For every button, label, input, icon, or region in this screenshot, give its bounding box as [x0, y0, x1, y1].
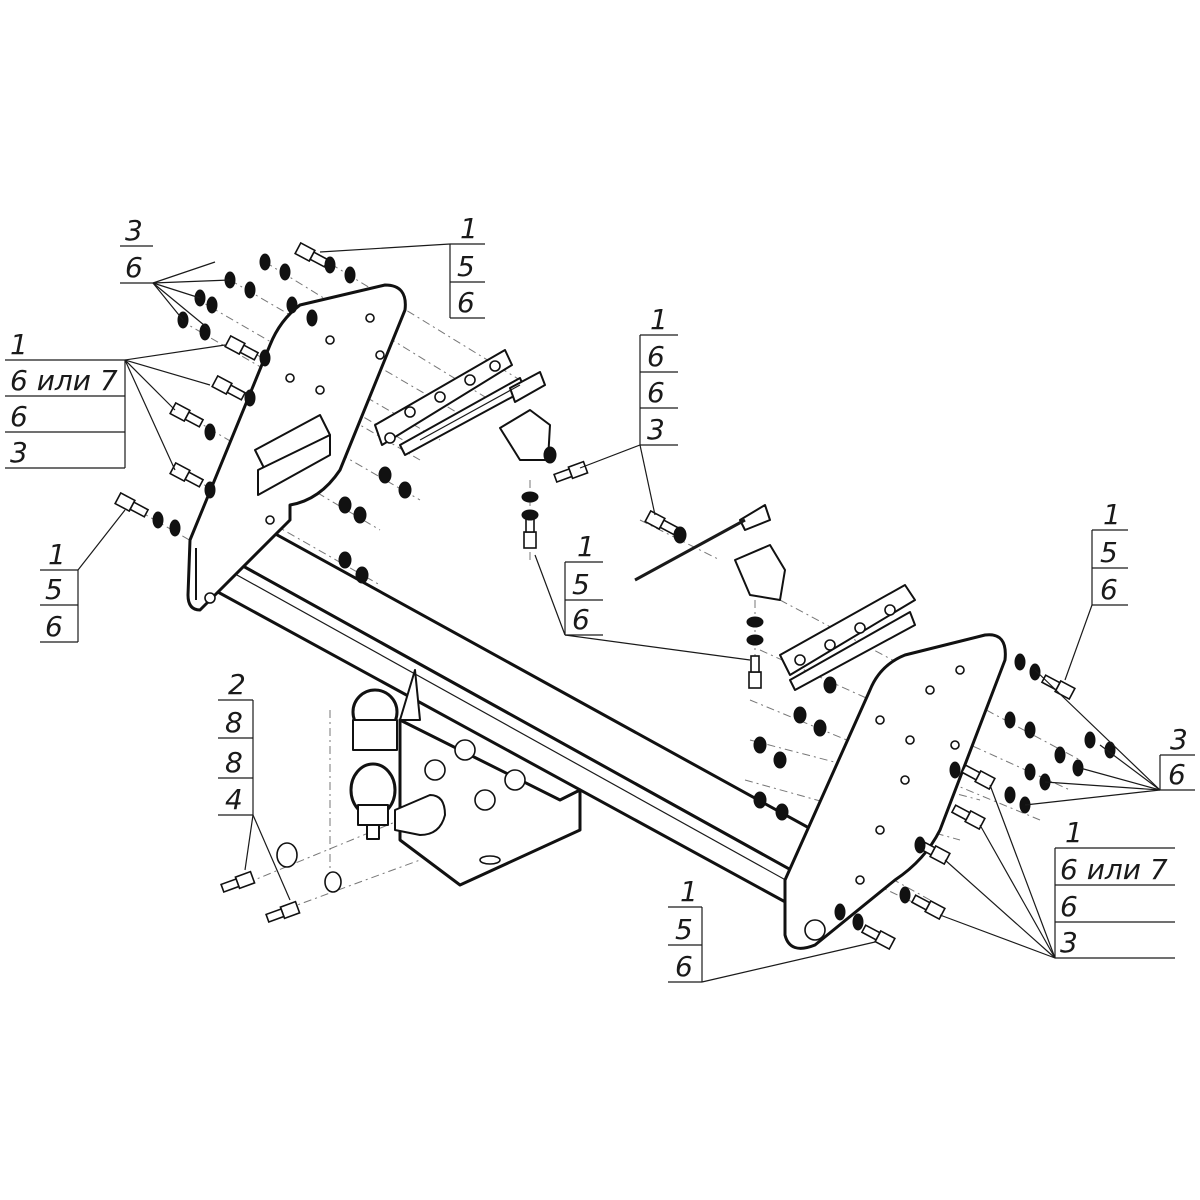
callout-label: 6 [10, 400, 28, 433]
callout-label: 3 [1170, 723, 1188, 756]
left-bracket-plate [186, 283, 407, 612]
callout-label: 5 [1100, 536, 1118, 569]
callout-leaders [5, 243, 1195, 983]
callout-label: 6 [675, 950, 693, 983]
callout-label: 3 [1060, 926, 1078, 959]
callout-label: 1 [1065, 816, 1083, 849]
callout-left-lower: 1 5 6 [45, 538, 66, 643]
callout-top-left-small: 3 6 [125, 214, 143, 284]
callout-top-center: 1 5 6 [457, 212, 478, 319]
callout-right-lower: 1 6 или 7 6 3 [1060, 816, 1168, 959]
right-clamp-strip [779, 584, 916, 691]
callout-label: 6 [647, 376, 665, 409]
callout-label: 1 [460, 212, 478, 245]
callout-label: 5 [675, 913, 693, 946]
callout-label: 4 [225, 783, 243, 816]
callout-label: 6 или 7 [10, 364, 118, 397]
callout-label: 1 [577, 530, 595, 563]
callout-right-upper: 1 5 6 [1100, 498, 1121, 606]
callout-label: 8 [225, 746, 243, 779]
fastener-washers-nuts [152, 253, 1116, 931]
callout-mid-center: 1 5 6 [572, 530, 595, 636]
callout-label: 6 [572, 603, 590, 636]
callout-bottom-left: 2 8 8 4 [225, 668, 246, 816]
callout-bottom-center: 1 5 6 [675, 875, 698, 983]
callout-label: 6 [1168, 758, 1186, 791]
callout-right-small: 3 6 [1168, 723, 1188, 791]
callout-label: 2 [228, 668, 246, 701]
callout-label: 1 [48, 538, 66, 571]
callout-label: 6 [1100, 573, 1118, 606]
callout-label: 3 [10, 436, 28, 469]
callout-label: 3 [647, 413, 665, 446]
callout-left-upper: 1 6 или 7 6 3 [10, 328, 118, 469]
callout-label: 5 [457, 250, 475, 283]
callout-label: 6 или 7 [1060, 853, 1168, 886]
callout-label: 1 [680, 875, 698, 908]
callout-label: 5 [572, 568, 590, 601]
socket-brackets [419, 371, 786, 601]
callout-label: 5 [45, 573, 63, 606]
callout-label: 6 [125, 251, 143, 284]
left-clamp-strip [374, 349, 526, 456]
callout-label: 6 [457, 286, 475, 319]
towball [349, 688, 399, 840]
callout-label: 3 [125, 214, 143, 247]
callout-label: 1 [1103, 498, 1121, 531]
callout-mid-right: 1 6 6 3 [647, 303, 668, 446]
callout-label: 1 [650, 303, 668, 336]
right-bracket-plate [783, 633, 1007, 950]
callout-label: 1 [10, 328, 28, 361]
callout-label: 6 [45, 610, 63, 643]
towball-mount [394, 669, 582, 887]
callout-label: 6 [1060, 890, 1078, 923]
callout-label: 6 [647, 340, 665, 373]
callout-label: 8 [225, 706, 243, 739]
